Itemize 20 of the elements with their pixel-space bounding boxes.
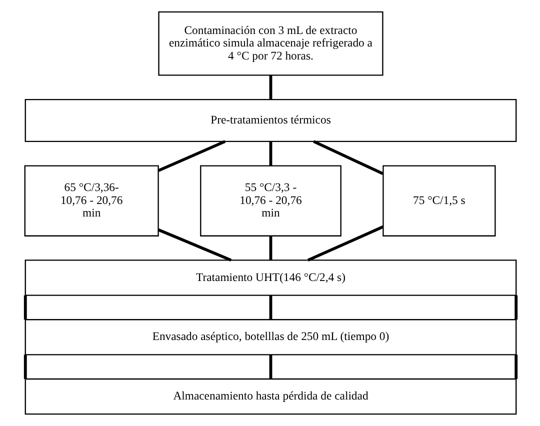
node-box: Contaminación con 3 mL de extracto enzimático simula almacenaje refrigerado a 4 °C por 72 horas.: [158, 11, 383, 76]
connector: [268, 142, 272, 166]
connector: [157, 140, 226, 172]
connector: [23, 295, 26, 320]
node-box: Envasado aséptico, botelllas de 250 mL (tiempo 0): [24, 319, 516, 356]
connector: [514, 295, 518, 320]
node-box: Pre-tratamientos térmicos: [24, 98, 516, 142]
node-box: Tratamiento UHT(146 °C/2,4 s): [24, 260, 516, 296]
node-box: Almacenamiento hasta pérdida de calidad: [24, 378, 516, 415]
node-box: 55 °C/3,3 - 10,76 - 20,76 min: [200, 165, 341, 236]
connector: [306, 225, 384, 262]
connector: [268, 295, 272, 320]
connector: [514, 354, 518, 379]
connector: [157, 228, 232, 262]
connector: [268, 75, 272, 100]
connector: [268, 236, 272, 260]
node-box: 75 °C/1,5 s: [382, 165, 496, 236]
connector: [268, 354, 272, 379]
connector: [23, 354, 26, 379]
node-box: 65 °C/3,36- 10,76 - 20,76 min: [24, 165, 158, 236]
